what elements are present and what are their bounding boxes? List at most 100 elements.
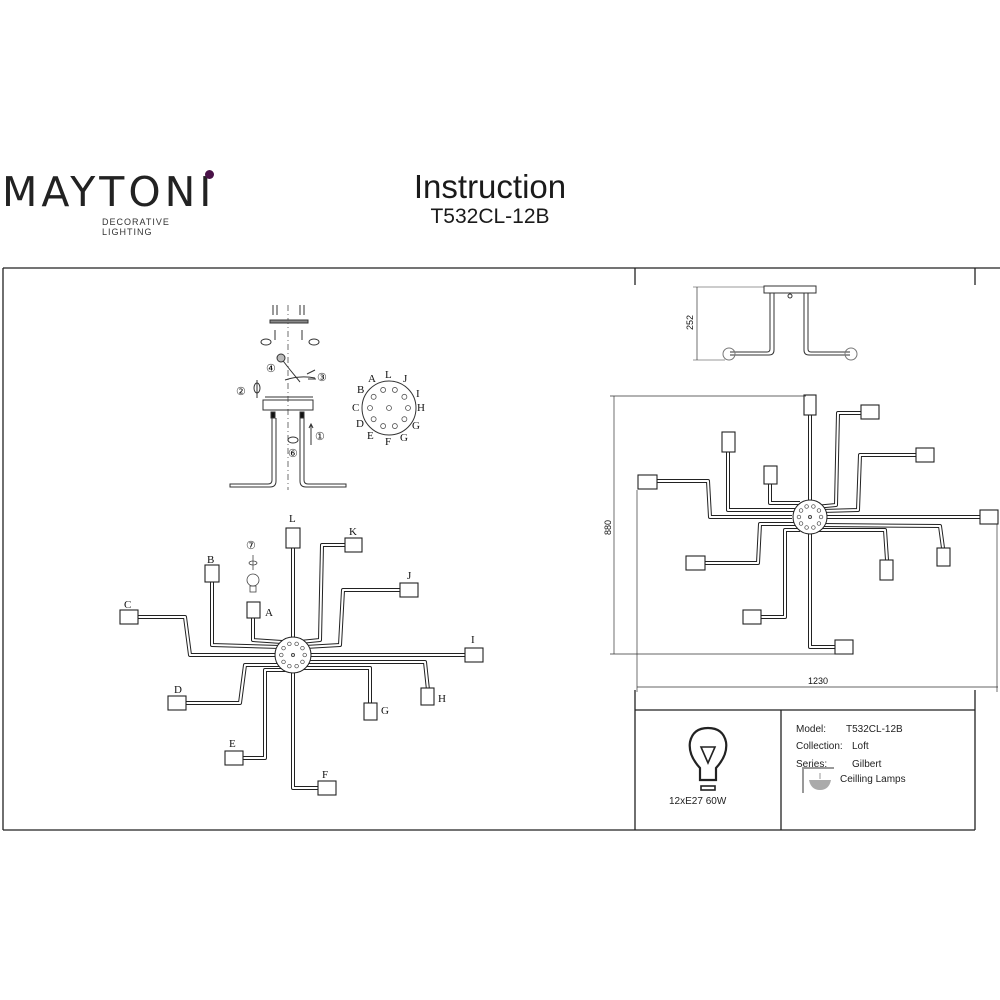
hub-hole: [798, 521, 804, 526]
hub-label-j: J: [403, 373, 408, 385]
socket: [685, 555, 706, 571]
socket: [204, 564, 220, 583]
hub-hole: [370, 416, 377, 423]
hub-hole: [401, 416, 408, 423]
step-3: ③: [317, 372, 327, 384]
hub-label-g2: G: [400, 432, 408, 444]
hub-hole: [818, 514, 824, 520]
step-7: ⑦: [246, 540, 256, 552]
hub-hole: [804, 525, 809, 530]
socket: [363, 702, 378, 721]
socket: [285, 527, 301, 549]
hub-hole: [811, 525, 816, 530]
step-1: ①: [315, 431, 325, 443]
hub-hole: [294, 663, 299, 669]
hub-hole: [380, 387, 387, 393]
hub-hole: [367, 405, 373, 411]
arm-label-b: B: [207, 554, 214, 566]
hub-hole: [816, 521, 822, 526]
arm-tube-inner: [306, 661, 429, 691]
side-view: [693, 285, 858, 361]
hub-hole: [300, 659, 305, 665]
model-value: T532CL-12B: [846, 724, 903, 735]
hub-hole: [798, 508, 804, 513]
hub-center: [291, 653, 295, 657]
arm-tube-inner: [186, 664, 283, 704]
brand-tagline: DECORATIVE LIGHTING: [102, 217, 170, 237]
brand-name: MAYTONI: [2, 168, 216, 216]
collection-label: Collection:: [796, 741, 843, 752]
hub-hole: [391, 423, 398, 429]
socket: [860, 404, 880, 420]
socket: [246, 601, 261, 619]
socket: [742, 609, 762, 625]
arm-tube-inner: [818, 529, 888, 561]
step-6: ⑥: [288, 448, 298, 460]
hub-label-l: L: [385, 369, 392, 381]
socket: [167, 695, 187, 711]
assembly-diagram: [229, 305, 347, 490]
arm-tube: [303, 666, 372, 705]
dimension-depth: 880: [603, 520, 613, 535]
dimension-height: 252: [685, 315, 695, 330]
hub-hole: [294, 641, 299, 647]
socket: [979, 509, 999, 525]
hub-label-h: H: [417, 402, 425, 414]
arm-tube-inner: [252, 618, 283, 643]
arm-label-c: C: [124, 599, 131, 611]
arm-tube-inner: [243, 669, 285, 759]
hub-label-a: A: [368, 373, 376, 385]
lamp-type: Ceilling Lamps: [840, 774, 906, 785]
arm-tube: [768, 484, 800, 505]
model-label: Model:: [796, 724, 827, 735]
hub-hole: [279, 652, 284, 658]
bulb-spec: 12xE27 60W: [669, 796, 727, 807]
arm-tube-inner: [761, 529, 800, 618]
hub-hole: [796, 514, 802, 520]
model-code: T532CL-12B: [430, 205, 550, 228]
arm-label-g: G: [381, 705, 389, 717]
hub-label-c: C: [352, 402, 359, 414]
hub-hole: [380, 423, 387, 429]
frame: [2, 267, 1000, 831]
arm-label-a: A: [265, 607, 273, 619]
arm-label-i: I: [471, 634, 475, 646]
hub-hole: [401, 393, 408, 400]
hub-hole: [302, 652, 307, 658]
arm-labels: L K B J C A I D H G E F: [124, 513, 475, 781]
arm-label-e: E: [229, 738, 236, 750]
arm-tube: [818, 528, 889, 561]
socket: [317, 780, 337, 796]
arm-tube-inner: [304, 589, 400, 648]
arm-tube-inner: [769, 484, 800, 504]
hub-center: [808, 515, 812, 519]
arm-tube-inner: [814, 412, 861, 508]
step-2: ②: [236, 386, 246, 398]
ceiling-lamp-icon: [802, 767, 834, 793]
arm-tube-inner: [211, 582, 281, 648]
arm-tube-inner: [303, 667, 371, 705]
bulb-install-icon: [246, 555, 260, 593]
arm-tube-inner: [821, 454, 916, 512]
arm-tube: [808, 532, 835, 649]
socket: [721, 431, 736, 453]
dimension-lines: [610, 395, 998, 692]
hub-hole: [386, 405, 392, 411]
dimension-width: 1230: [808, 676, 828, 686]
hub-hole: [804, 504, 809, 509]
arm-tube: [251, 618, 283, 644]
hub-hole: [370, 393, 377, 400]
arm-tube-inner: [138, 616, 278, 656]
step-4: ④: [266, 363, 276, 375]
hub-hole: [405, 405, 411, 411]
socket: [936, 547, 951, 567]
arm-label-k: K: [349, 526, 357, 538]
logo-dot: [205, 170, 214, 179]
hub-label-i: I: [416, 388, 420, 400]
arm-tube-inner: [727, 452, 795, 511]
socket: [915, 447, 935, 463]
arm-tube: [138, 615, 278, 657]
arm-tube: [761, 528, 800, 619]
hub-hole: [391, 387, 398, 393]
